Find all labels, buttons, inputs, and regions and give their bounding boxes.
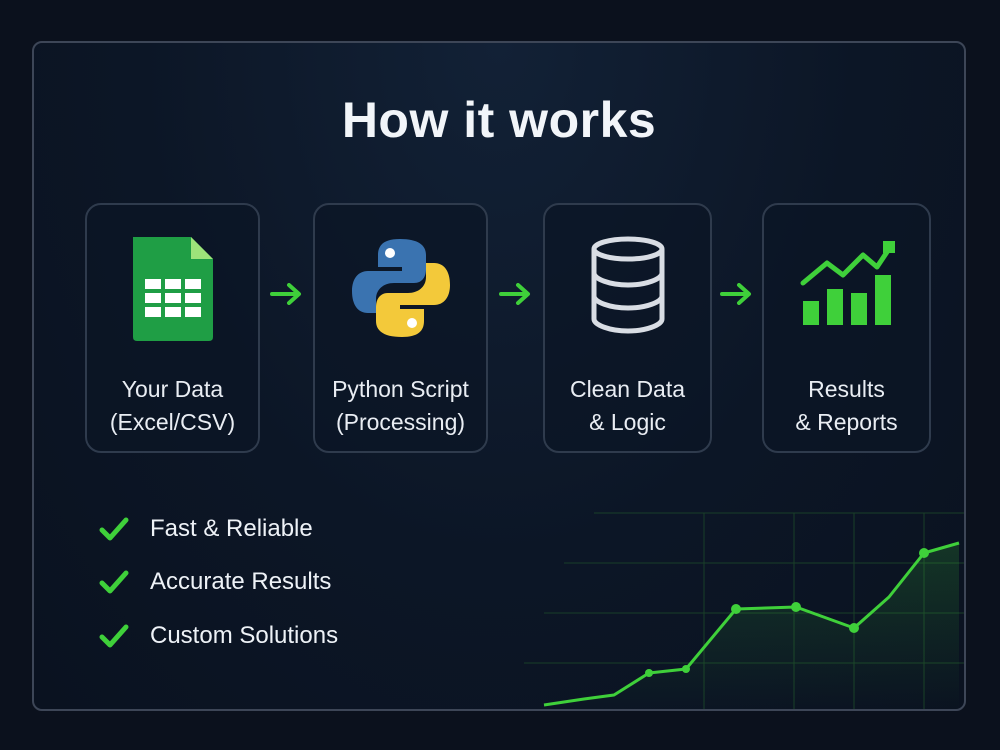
step-label: Python Script (Processing) [315, 373, 486, 439]
arrow-right-icon [270, 283, 304, 310]
python-logo-icon [348, 233, 454, 348]
benefit-text: Fast & Reliable [150, 515, 313, 542]
step-title: Python Script [332, 376, 469, 402]
step-clean-data: Clean Data & Logic [543, 203, 712, 453]
step-label: Clean Data & Logic [545, 373, 710, 439]
benefit-item: Accurate Results [98, 566, 331, 598]
step-subtitle: (Processing) [335, 409, 466, 435]
bar-chart-growth-icon [797, 233, 897, 334]
checkmark-icon [99, 570, 129, 594]
page-title: How it works [341, 92, 657, 148]
step-your-data: Your Data (Excel/CSV) [85, 203, 260, 453]
step-results: Results & Reports [762, 203, 931, 453]
checkmark-icon [99, 517, 129, 541]
step-label: Results & Reports [764, 373, 929, 439]
checkmark-icon [99, 624, 129, 648]
benefit-item: Custom Solutions [98, 620, 338, 652]
arrow-right-icon [720, 283, 754, 310]
arrow-right-icon [499, 283, 533, 310]
step-title: Your Data [121, 376, 224, 402]
step-title: Results [808, 376, 885, 402]
spreadsheet-icon [127, 233, 219, 348]
step-subtitle: & Logic [589, 409, 666, 435]
benefit-text: Custom Solutions [150, 622, 339, 649]
step-subtitle: & Reports [795, 409, 898, 435]
decorative-trend-line [524, 512, 964, 709]
benefit-text: Accurate Results [150, 568, 332, 595]
benefit-item: Fast & Reliable [98, 513, 313, 545]
how-it-works-card: How it works [32, 41, 966, 711]
database-icon [586, 233, 670, 344]
step-title: Clean Data [569, 376, 686, 402]
step-python-script: Python Script (Processing) [313, 203, 488, 453]
step-subtitle: (Excel/CSV) [109, 409, 236, 435]
step-label: Your Data (Excel/CSV) [87, 373, 258, 439]
